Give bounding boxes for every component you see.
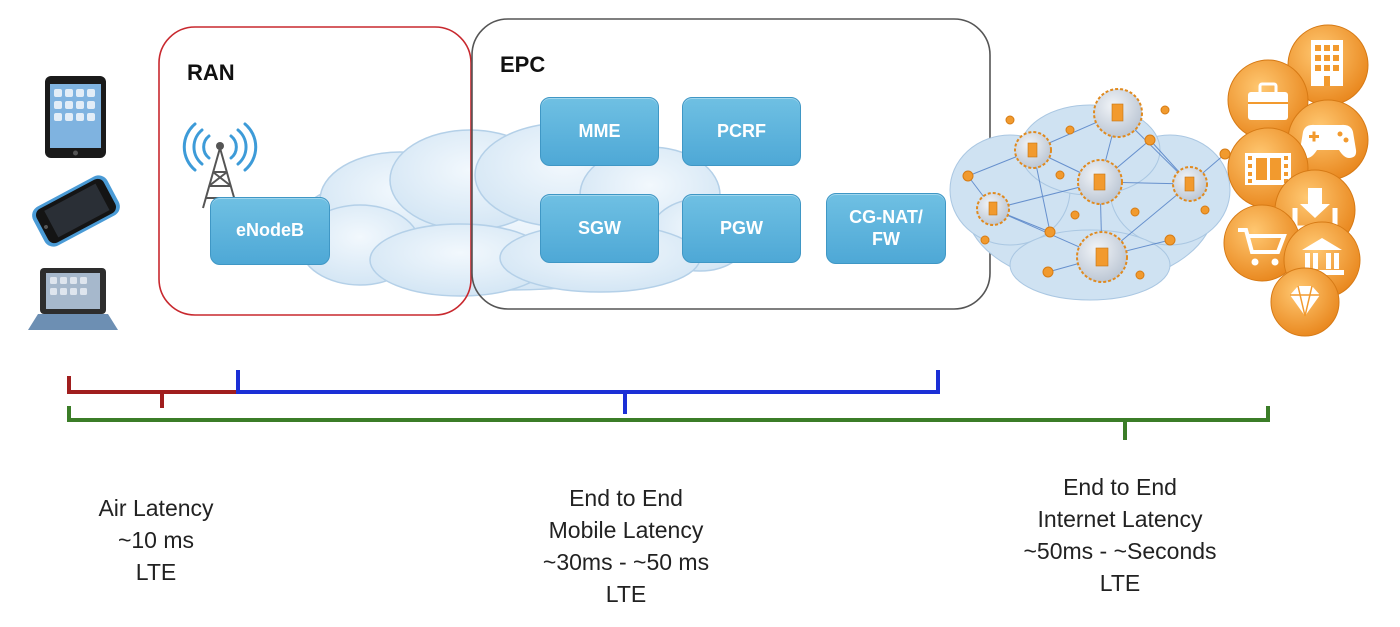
internet-latency-line-2: Internet Latency <box>1037 506 1203 532</box>
ran-region <box>158 26 472 316</box>
pgw-node: PGW <box>682 194 801 263</box>
internet-latency-line-1: End to End <box>1063 474 1177 500</box>
air-latency-label: Air Latency ~10 ms LTE <box>56 492 256 588</box>
mobile-latency-line-2: Mobile Latency <box>548 517 704 543</box>
mobile-latency-line-3: ~30ms - ~50 ms <box>542 549 710 575</box>
mobile-latency-bracket <box>236 370 940 414</box>
tablet-icon <box>45 76 106 158</box>
internet-latency-label: End to End Internet Latency ~50ms - ~Sec… <box>980 471 1260 599</box>
smartphone-icon <box>32 175 120 247</box>
briefcase-icon <box>1227 59 1309 141</box>
air-latency-line-2: ~10 ms <box>117 527 195 553</box>
air-latency-line-3: LTE <box>135 559 177 585</box>
mobile-latency-line-1: End to End <box>569 485 683 511</box>
office-building-icon <box>1287 24 1369 106</box>
mobile-latency-line-4: LTE <box>605 581 647 607</box>
ran-title: RAN <box>187 60 235 85</box>
internet-latency-line-4: LTE <box>1099 570 1141 596</box>
diamond-icon <box>1270 267 1340 337</box>
gamepad-icon <box>1287 99 1369 181</box>
service-icons <box>1223 24 1369 337</box>
air-latency-line-1: Air Latency <box>98 495 214 521</box>
shopping-cart-icon <box>1223 204 1301 282</box>
cgnat-fw-node: CG-NAT/ FW <box>826 193 946 264</box>
mobile-latency-label: End to End Mobile Latency ~30ms - ~50 ms… <box>496 482 756 610</box>
fw-label: FW <box>872 228 900 249</box>
enodeb-node: eNodeB <box>210 197 330 265</box>
internet-latency-line-3: ~50ms - ~Seconds <box>1023 538 1217 564</box>
cgnat-label: CG-NAT/ <box>849 206 923 227</box>
internet-latency-bracket <box>67 406 1270 440</box>
pcrf-node: PCRF <box>682 97 801 166</box>
epc-title: EPC <box>500 52 546 77</box>
sgw-node: SGW <box>540 194 659 263</box>
internet-network-icon <box>949 88 1231 301</box>
air-latency-bracket <box>67 376 238 408</box>
cell-tower-icon <box>182 122 258 209</box>
tablet-case-icon <box>28 268 118 330</box>
mme-node: MME <box>540 97 659 166</box>
